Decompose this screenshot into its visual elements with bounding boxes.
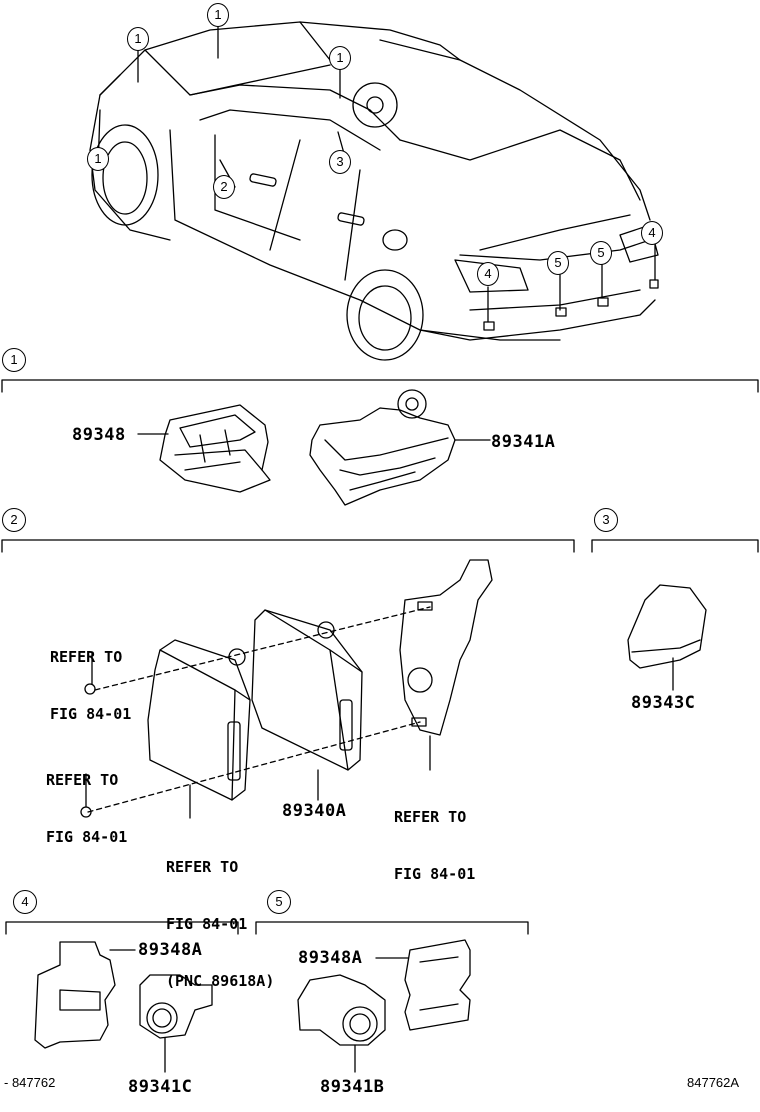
callout-1-d: 1 bbox=[87, 147, 109, 171]
footer-left-id: - 847762 bbox=[4, 1075, 56, 1090]
refer-note-d-line1: REFER TO bbox=[394, 808, 467, 826]
part-89341A-drawing bbox=[309, 389, 491, 506]
refer-note-d-line2: FIG 84-01 bbox=[394, 865, 476, 883]
refer-note-a-line2: FIG 84-01 bbox=[50, 705, 132, 723]
part-label-89341A: 89341A bbox=[491, 432, 556, 452]
refer-note-b: REFER TO FIG 84-01 bbox=[46, 733, 127, 866]
part-89341C-sensor bbox=[139, 974, 213, 1073]
callout-3: 3 bbox=[329, 150, 351, 174]
callout-1-a: 1 bbox=[127, 27, 149, 51]
part-89341B-sensor bbox=[297, 974, 386, 1073]
callout-1-c: 1 bbox=[329, 46, 351, 70]
part-label-89348A-4: 89348A bbox=[138, 940, 203, 960]
section-1-number: 1 bbox=[2, 348, 26, 372]
part-label-89341C: 89341C bbox=[128, 1077, 193, 1097]
refer-note-c-line2: FIG 84-01 bbox=[166, 915, 248, 933]
callout-5-a: 5 bbox=[547, 251, 569, 275]
part-label-89348: 89348 bbox=[72, 425, 126, 445]
part-label-89343C: 89343C bbox=[631, 693, 696, 713]
refer-note-c-line1: REFER TO bbox=[166, 858, 239, 876]
footer-right-id: 847762A bbox=[687, 1075, 740, 1090]
part-89348-drawing bbox=[137, 404, 271, 493]
refer-note-d: REFER TO FIG 84-01 bbox=[394, 770, 475, 903]
part-89340A-drawing bbox=[80, 559, 493, 819]
callout-1-b: 1 bbox=[207, 3, 229, 27]
refer-note-c: REFER TO FIG 84-01 (PNC 89618A) bbox=[166, 820, 274, 1010]
refer-note-a: REFER TO FIG 84-01 bbox=[50, 610, 131, 743]
section-5-number: 5 bbox=[267, 890, 291, 914]
part-label-89348A-5: 89348A bbox=[298, 948, 363, 968]
part-89348A-bracket-5 bbox=[375, 939, 471, 1031]
part-89343C-drawing bbox=[627, 584, 707, 691]
callout-2: 2 bbox=[213, 175, 235, 199]
refer-note-b-line2: FIG 84-01 bbox=[46, 828, 128, 846]
section-4-number: 4 bbox=[13, 890, 37, 914]
callout-4-b: 4 bbox=[641, 221, 663, 245]
part-label-89341B: 89341B bbox=[320, 1077, 385, 1097]
callout-5-b: 5 bbox=[590, 241, 612, 265]
refer-note-a-line1: REFER TO bbox=[50, 648, 123, 666]
part-89348A-bracket-4 bbox=[34, 941, 136, 1049]
section-brackets bbox=[1, 379, 759, 935]
car-illustration bbox=[89, 21, 659, 361]
part-label-89340A: 89340A bbox=[282, 801, 347, 821]
section-2-number: 2 bbox=[2, 508, 26, 532]
section-3-number: 3 bbox=[594, 508, 618, 532]
callout-4-a: 4 bbox=[477, 262, 499, 286]
refer-note-c-line3: (PNC 89618A) bbox=[166, 972, 275, 990]
refer-note-b-line1: REFER TO bbox=[46, 771, 119, 789]
